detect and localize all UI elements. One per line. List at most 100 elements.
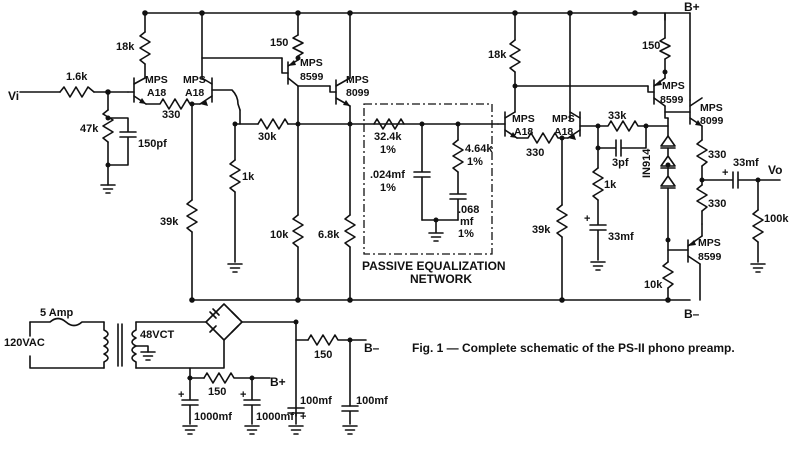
svg-text:330: 330 <box>708 198 726 210</box>
transistor-q5 <box>497 111 518 139</box>
svg-text:B+: B+ <box>270 375 286 389</box>
svg-text:5 Amp: 5 Amp <box>40 307 73 319</box>
svg-text:330: 330 <box>708 149 726 161</box>
svg-text:1000mf: 1000mf <box>194 411 232 423</box>
svg-text:6.8k: 6.8k <box>318 229 340 241</box>
svg-text:A18: A18 <box>147 87 166 99</box>
equalization-network-box <box>363 103 493 255</box>
svg-text:MPS: MPS <box>662 80 685 92</box>
svg-text:47k: 47k <box>80 123 99 135</box>
svg-text:8599: 8599 <box>660 94 684 106</box>
fuse <box>29 317 105 327</box>
resistor-18k-right <box>509 39 521 73</box>
svg-text:MPS: MPS <box>700 102 723 114</box>
bridge-rectifier <box>205 303 243 341</box>
svg-text:8599: 8599 <box>698 251 722 263</box>
svg-text:39k: 39k <box>532 224 551 236</box>
resistor-150-left <box>292 34 304 57</box>
svg-text:4.64k: 4.64k <box>465 143 493 155</box>
output-label: Vo <box>768 163 782 177</box>
transistor-q8 <box>664 97 703 127</box>
svg-text:MPS: MPS <box>512 113 535 125</box>
svg-text:+: + <box>240 389 246 401</box>
resistor-32-4k <box>373 118 405 130</box>
resistor-47k <box>102 109 114 143</box>
resistor-4-64k <box>452 139 464 173</box>
resistor-39k-right <box>556 204 568 238</box>
svg-text:8099: 8099 <box>700 115 724 127</box>
svg-text:30k: 30k <box>258 131 277 143</box>
svg-text:1000mf: 1000mf <box>256 411 294 423</box>
resistor-33k <box>597 120 669 132</box>
svg-text:48VCT: 48VCT <box>140 329 175 341</box>
svg-text:A18: A18 <box>554 126 573 138</box>
svg-text:A18: A18 <box>514 126 533 138</box>
figure-caption: Fig. 1 — Complete schematic of the PS-II… <box>412 341 735 355</box>
svg-text:100mf: 100mf <box>356 395 388 407</box>
svg-text:150: 150 <box>314 349 332 361</box>
svg-text:330: 330 <box>526 147 544 159</box>
svg-text:18k: 18k <box>116 41 135 53</box>
svg-text:+: + <box>584 213 590 225</box>
svg-text:3pf: 3pf <box>612 157 629 169</box>
resistor-18k-left <box>139 31 151 65</box>
svg-text:33mf: 33mf <box>733 157 759 169</box>
svg-text:+: + <box>722 167 728 179</box>
svg-text:1%: 1% <box>458 228 474 240</box>
resistor-100k <box>752 209 764 243</box>
svg-text:32.4k: 32.4k <box>374 131 402 143</box>
svg-text:+: + <box>178 389 184 401</box>
svg-text:MPS: MPS <box>552 113 575 125</box>
svg-text:B–: B– <box>364 341 380 355</box>
svg-text:1%: 1% <box>380 144 396 156</box>
input-resistor <box>59 86 95 98</box>
svg-text:.024mf: .024mf <box>370 169 405 181</box>
svg-text:100k: 100k <box>764 213 789 225</box>
svg-text:1%: 1% <box>467 156 483 168</box>
svg-text:150: 150 <box>270 37 288 49</box>
resistor-10k-left <box>292 214 304 248</box>
resistor-330-down <box>696 184 708 212</box>
transistor-q3 <box>281 57 299 87</box>
svg-text:100mf: 100mf <box>300 395 332 407</box>
transistor-q4 <box>329 77 351 107</box>
transistor-q2 <box>199 77 241 111</box>
svg-text:33k: 33k <box>608 110 627 122</box>
svg-text:MPS: MPS <box>300 57 323 69</box>
svg-text:A18: A18 <box>185 87 204 99</box>
transistor-q7 <box>647 77 666 107</box>
svg-text:.068: .068 <box>458 204 479 216</box>
resistor-30k <box>257 118 289 130</box>
resistor-10k-right <box>662 261 674 289</box>
svg-text:10k: 10k <box>270 229 289 241</box>
svg-text:1k: 1k <box>604 179 617 191</box>
svg-text:150pf: 150pf <box>138 138 167 150</box>
svg-text:mf: mf <box>460 216 474 228</box>
psu-resistor-150-top <box>307 334 367 346</box>
transformer <box>103 321 137 369</box>
diode-string-in914 <box>660 135 676 189</box>
network-label: PASSIVE EQUALIZATION <box>362 259 506 273</box>
mains-label: 120VAC <box>4 337 45 349</box>
resistor-39k-left <box>186 199 198 233</box>
svg-text:NETWORK: NETWORK <box>410 272 472 286</box>
svg-text:IN914: IN914 <box>641 148 653 178</box>
svg-text:8599: 8599 <box>300 71 324 83</box>
svg-text:150: 150 <box>208 386 226 398</box>
b-minus-label: B– <box>684 307 700 321</box>
resistor-1k-right <box>592 167 604 201</box>
svg-text:330: 330 <box>162 109 180 121</box>
transistor-q6 <box>567 111 599 140</box>
svg-text:1%: 1% <box>380 182 396 194</box>
svg-text:18k: 18k <box>488 49 507 61</box>
resistor-330-up <box>696 139 708 167</box>
resistor-1k-left <box>229 159 241 193</box>
svg-text:150: 150 <box>642 40 660 52</box>
svg-text:8099: 8099 <box>346 87 370 99</box>
transistor-q9 <box>667 235 703 265</box>
b-plus-label: B+ <box>684 0 700 14</box>
transistor-q1 <box>127 77 147 105</box>
input-label: Vi <box>8 89 19 103</box>
svg-text:10k: 10k <box>644 279 663 291</box>
